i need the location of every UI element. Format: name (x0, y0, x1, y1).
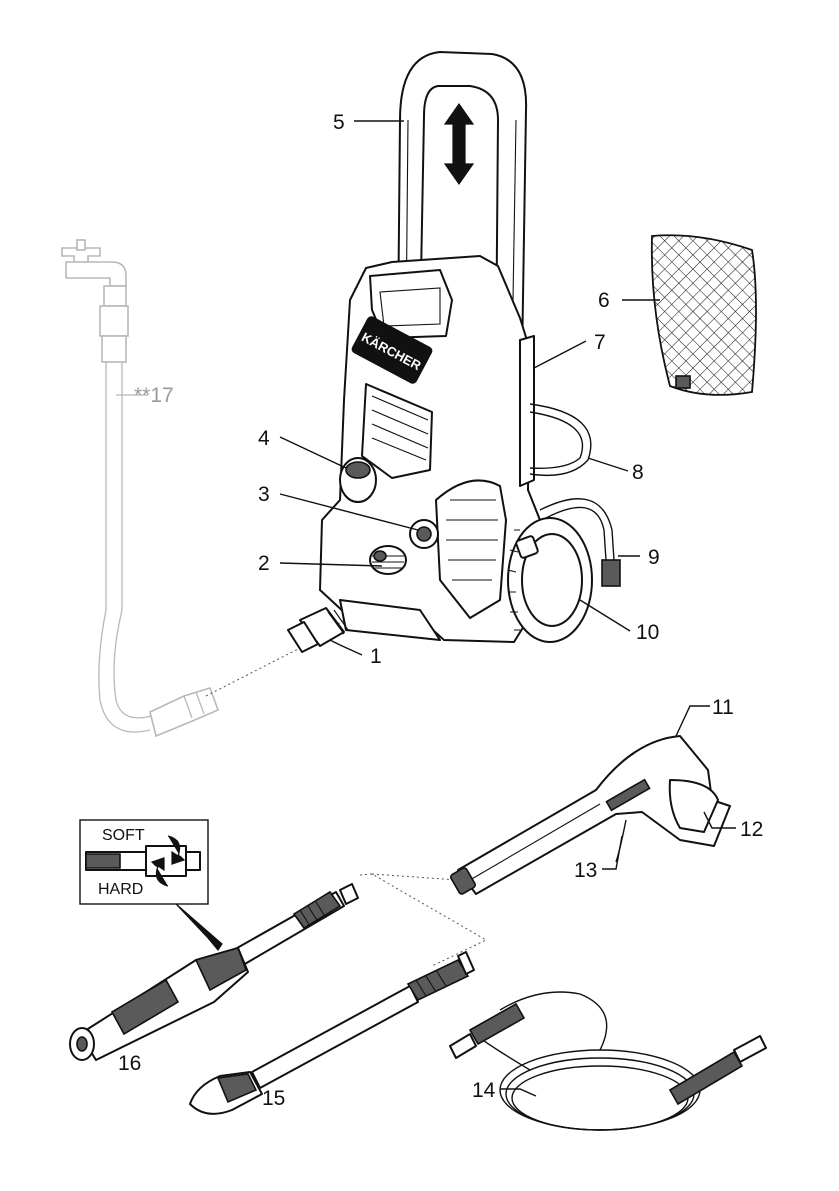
power-switch (340, 458, 376, 502)
soft-label: SOFT (102, 827, 145, 844)
callout-4: 4 (258, 427, 270, 450)
hose-hook (530, 404, 591, 475)
callout-13: 13 (574, 859, 597, 882)
high-pressure-hose (450, 992, 766, 1130)
callout-6: 6 (598, 289, 610, 312)
adjust-double-arrow-icon (445, 104, 473, 184)
callout-17: **17 (134, 384, 174, 407)
pressure-washer-body: KÄRCHER (320, 256, 540, 642)
inset-pointer-arrow (176, 904, 222, 950)
callout-12: 12 (740, 818, 763, 841)
callout-15: 15 (262, 1087, 285, 1110)
callout-1: 1 (370, 645, 382, 668)
callout-7: 7 (594, 331, 606, 354)
callout-3: 3 (258, 483, 270, 506)
hose-connection-dotted-line (206, 648, 300, 696)
hard-label: HARD (98, 881, 143, 898)
hose-reel (508, 518, 592, 642)
callout-9: 9 (648, 546, 660, 569)
callout-14: 14 (472, 1079, 496, 1102)
callout-5: 5 (333, 111, 345, 134)
garden-hose-with-tap (62, 240, 218, 736)
water-inlet-coupling (288, 608, 348, 652)
water-inlet (370, 546, 406, 574)
hose-holder (520, 336, 534, 486)
callout-11: 11 (712, 696, 734, 719)
vario-power-spray-lance (70, 884, 358, 1060)
callout-2: 2 (258, 552, 270, 575)
callout-8: 8 (632, 461, 644, 484)
high-pressure-outlet (410, 520, 438, 548)
callout-16: 16 (118, 1052, 141, 1075)
callout-10: 10 (636, 621, 659, 644)
soft-hard-adjustment-inset: SOFT HARD (80, 820, 222, 950)
accessory-bag (652, 235, 756, 395)
